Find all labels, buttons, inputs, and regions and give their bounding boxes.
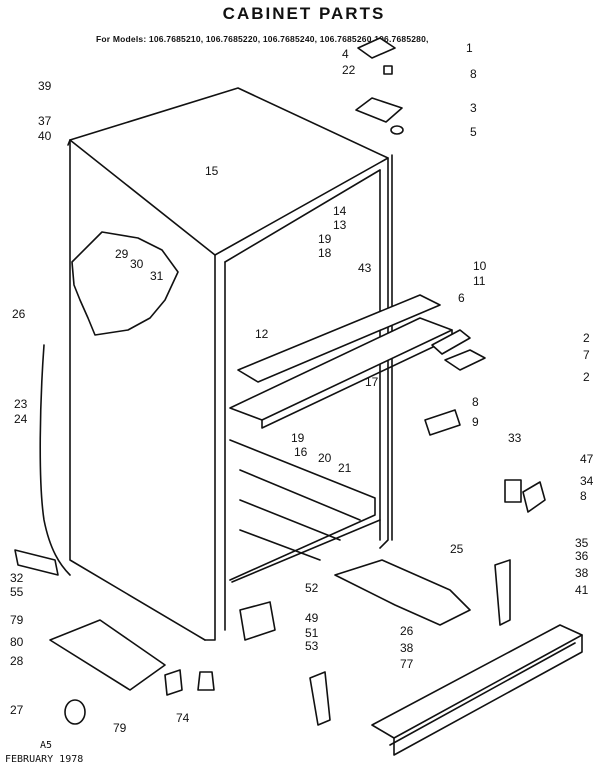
callout-label-36: 36 — [575, 549, 589, 563]
cord-handle — [14, 549, 59, 576]
callout-label-40: 40 — [38, 129, 52, 143]
callout-label-33: 33 — [508, 431, 522, 445]
power-cord — [39, 344, 71, 576]
diagram-title: CABINET PARTS — [222, 4, 386, 23]
callout-label-8: 8 — [580, 489, 587, 503]
callout-label-39: 39 — [38, 79, 52, 93]
drip-tray — [334, 559, 471, 626]
callout-label-35: 35 — [575, 536, 589, 550]
callout-label-16: 16 — [294, 445, 308, 459]
callout-label-29: 29 — [115, 247, 129, 261]
callout-label-8: 8 — [470, 67, 477, 81]
callout-label-20: 20 — [318, 451, 332, 465]
lower-hinge-assembly — [504, 479, 546, 513]
footer-code: A5 — [40, 740, 53, 751]
callout-label-79: 79 — [10, 613, 24, 627]
callout-label-26: 26 — [12, 307, 26, 321]
callout-label-74: 74 — [176, 711, 190, 725]
callout-label-27: 27 — [10, 703, 24, 717]
callout-label-26: 26 — [400, 624, 414, 638]
callout-label-34: 34 — [580, 474, 594, 488]
callout-label-23: 23 — [14, 397, 28, 411]
callout-label-11: 11 — [473, 274, 486, 288]
cutaway-panel — [71, 231, 179, 336]
callout-label-49: 49 — [305, 611, 319, 625]
base-grille — [371, 624, 583, 756]
base-rail — [49, 619, 166, 691]
top-hinge-assembly — [355, 37, 404, 135]
callout-label-52: 52 — [305, 581, 319, 595]
callout-label-32: 32 — [10, 571, 24, 585]
hinge-bracket-52 — [239, 601, 276, 641]
callout-label-14: 14 — [333, 204, 347, 218]
center-hinge-assembly — [424, 329, 486, 436]
callout-label-4: 4 — [342, 47, 349, 61]
callout-label-77: 77 — [400, 657, 414, 671]
callout-label-10: 10 — [473, 259, 487, 273]
callout-label-15: 15 — [205, 164, 219, 178]
grille-bracket-left — [309, 671, 331, 726]
footer-date: FEBRUARY 1978 — [5, 754, 84, 765]
callout-label-25: 25 — [450, 542, 464, 556]
callout-label-18: 18 — [318, 246, 332, 260]
callout-label-6: 6 — [458, 291, 465, 305]
callout-label-28: 28 — [10, 654, 24, 668]
callout-label-53: 53 — [305, 639, 319, 653]
callout-label-51: 51 — [305, 626, 319, 640]
callout-label-22: 22 — [342, 63, 356, 77]
callout-label-3: 3 — [470, 101, 477, 115]
callout-label-55: 55 — [10, 585, 24, 599]
callout-label-8: 8 — [472, 395, 479, 409]
callout-label-7: 7 — [583, 348, 590, 362]
cabinet-shell — [67, 87, 393, 641]
callout-label-2: 2 — [583, 331, 590, 345]
bracket-74 — [164, 669, 183, 696]
roller-wheel — [64, 699, 86, 725]
callout-label-79: 79 — [113, 721, 127, 735]
grille-bracket-right — [494, 559, 511, 626]
callout-label-37: 37 — [38, 114, 52, 128]
callout-label-13: 13 — [333, 218, 347, 232]
callout-label-9: 9 — [472, 415, 479, 429]
callout-label-47: 47 — [580, 452, 594, 466]
callout-label-2: 2 — [583, 370, 590, 384]
callout-label-24: 24 — [14, 412, 28, 426]
callout-label-17: 17 — [365, 375, 379, 389]
callout-label-5: 5 — [470, 125, 477, 139]
models-subtitle: For Models: 106.7685210, 106.7685220, 10… — [96, 34, 429, 44]
callout-label-21: 21 — [338, 461, 352, 475]
callout-label-12: 12 — [255, 327, 269, 341]
freezer-divider — [229, 294, 453, 429]
callout-label-38: 38 — [400, 641, 414, 655]
callout-label-19: 19 — [291, 431, 305, 445]
callout-label-80: 80 — [10, 635, 24, 649]
cabinet-floor — [229, 439, 381, 583]
callout-label-30: 30 — [130, 257, 144, 271]
callout-label-1: 1 — [466, 41, 473, 55]
callout-label-43: 43 — [358, 261, 372, 275]
callout-label-38: 38 — [575, 566, 589, 580]
callout-label-19: 19 — [318, 232, 332, 246]
leveling-leg — [197, 671, 215, 691]
callout-label-41: 41 — [575, 583, 589, 597]
callout-label-31: 31 — [150, 269, 164, 283]
